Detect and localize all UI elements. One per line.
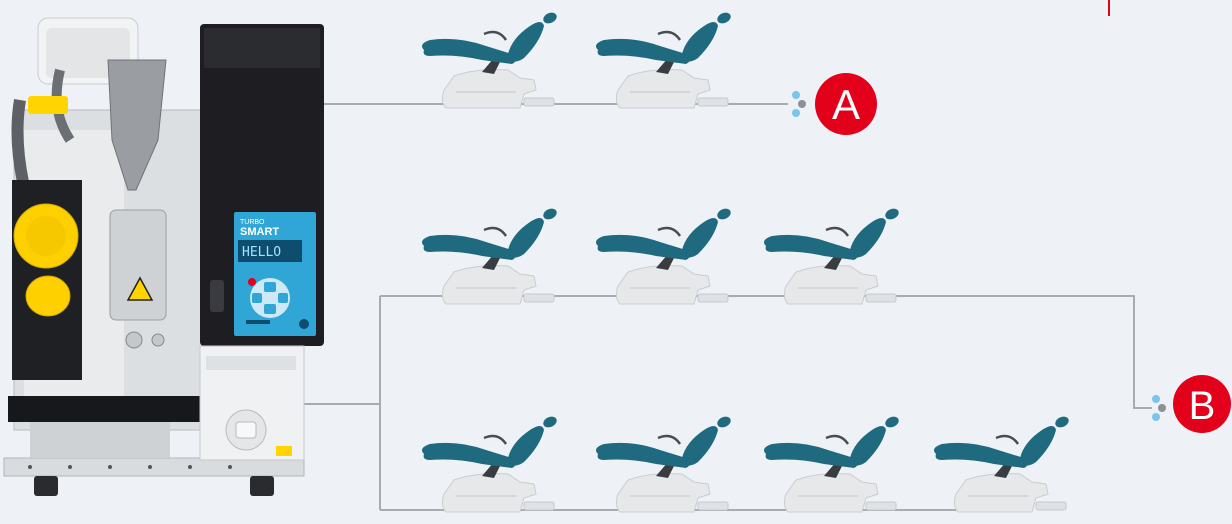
chair-row-top [422, 11, 732, 108]
outlet-dots-icon [1152, 395, 1166, 421]
dental-chair-icon [764, 207, 900, 304]
dental-chair-icon [934, 415, 1070, 512]
chair-row-bottom [422, 415, 1070, 512]
dental-chair-icon [596, 207, 732, 304]
outlet-dots-icon [792, 91, 806, 117]
outlet-a: A [792, 73, 877, 135]
outlet-a-label: A [832, 81, 860, 128]
dental-chair-icon [422, 207, 558, 304]
display-screen-text: HELLO [242, 245, 281, 260]
corner-accent-line [1108, 0, 1110, 16]
outlet-b-label: B [1189, 384, 1216, 428]
suction-machine: TURBO SMART HELLO [4, 18, 324, 496]
outlet-b: B [1152, 375, 1231, 433]
control-panel: TURBO SMART HELLO [234, 212, 316, 336]
chair-row-middle [422, 207, 900, 304]
dental-chair-icon [764, 415, 900, 512]
brand-line1: TURBO [240, 219, 265, 226]
brand-line2: SMART [240, 226, 279, 238]
dental-chair-icon [422, 415, 558, 512]
dental-chair-icon [422, 11, 558, 108]
dental-chair-icon [596, 415, 732, 512]
yellow-cap-small [26, 276, 70, 316]
dental-chair-icon [596, 11, 732, 108]
